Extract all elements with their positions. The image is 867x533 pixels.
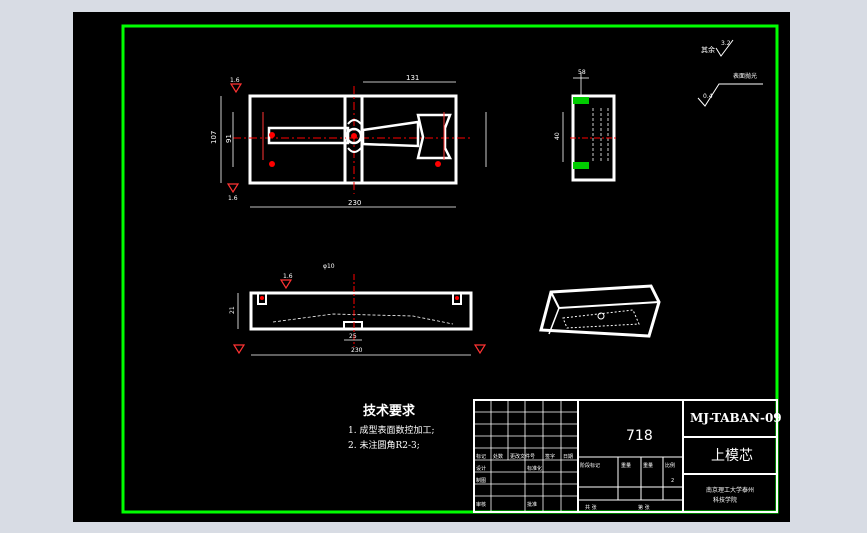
sheet-total: 共 张 (585, 504, 597, 511)
front-view: 230 21 25 φ10 1.6 (229, 263, 487, 356)
drawing-sheet: 131 230 107 91 1.6 1.6 58 40 (73, 12, 790, 522)
dim-front-length: 230 (351, 347, 363, 354)
rev-header-mark: 标记 (476, 453, 486, 460)
part-name: 上模芯 (711, 448, 753, 464)
scale-label: 比例 (665, 462, 675, 469)
cad-drawing: 131 230 107 91 1.6 1.6 58 40 (121, 24, 782, 514)
dim-inner-height: 91 (225, 134, 233, 143)
notes-title: 技术要求 (363, 403, 416, 419)
school-line-2: 科技学院 (713, 496, 737, 504)
material-text: 718 (626, 428, 653, 444)
finish-note: 表面抛光 (733, 72, 757, 80)
weight-label-2: 重量 (643, 462, 653, 469)
sheet-border (121, 24, 779, 514)
dim-front-height: 21 (229, 306, 236, 314)
dim-side-width: 58 (578, 69, 586, 76)
roughness-mark-3: 1.6 (283, 273, 293, 280)
dim-top-width: 131 (406, 74, 419, 82)
technical-notes: 技术要求 1. 成型表面数控加工; 2. 未注圆角R2-3; (348, 403, 434, 451)
rev-header-date: 日期 (563, 454, 573, 460)
school-line-1: 南京理工大学泰州 (706, 486, 754, 494)
row-design: 设计 (476, 465, 486, 472)
approve-label: 批准 (527, 501, 537, 508)
title-block (473, 399, 778, 513)
stage-label: 阶段标记 (580, 462, 600, 469)
finish-value: 0.4 (703, 93, 713, 100)
title-block-text: 718 MJ-TABAN-09 上模芯 南京理工大学泰州 科技学院 标记 处数 … (476, 411, 782, 511)
note-item-2: 2. 未注圆角R2-3; (348, 439, 420, 451)
isometric-view (539, 284, 661, 338)
rev-header-file: 更改文件号 (510, 453, 535, 460)
dim-height: 107 (210, 131, 218, 144)
scale-value: 2 (671, 478, 674, 484)
standard-label: 标准化 (527, 465, 542, 472)
dim-total-length: 230 (348, 199, 361, 207)
top-view: 131 230 107 91 1.6 1.6 (210, 74, 487, 208)
rest-label: 其余 (701, 45, 715, 54)
drawing-number: MJ-TABAN-09 (690, 411, 782, 425)
rev-header-sign: 签字 (545, 453, 555, 460)
note-item-1: 1. 成型表面数控加工; (348, 424, 434, 436)
row-review: 审核 (476, 501, 486, 508)
surface-finish-symbols: 其余 3.2 表面抛光 0.4 (697, 39, 763, 107)
row-draw: 制图 (476, 477, 486, 484)
sheet-number: 第 张 (638, 504, 650, 511)
rev-header-count: 处数 (493, 453, 503, 460)
weight-label: 重量 (621, 462, 631, 469)
dim-side-height: 40 (554, 132, 561, 140)
roughness-mark-1: 1.6 (230, 77, 240, 84)
rest-value: 3.2 (721, 40, 731, 47)
side-view: 58 40 (554, 69, 618, 182)
dim-front-diameter: φ10 (323, 263, 335, 270)
roughness-mark-2: 1.6 (228, 195, 238, 202)
dim-front-slot: 25 (349, 333, 357, 340)
